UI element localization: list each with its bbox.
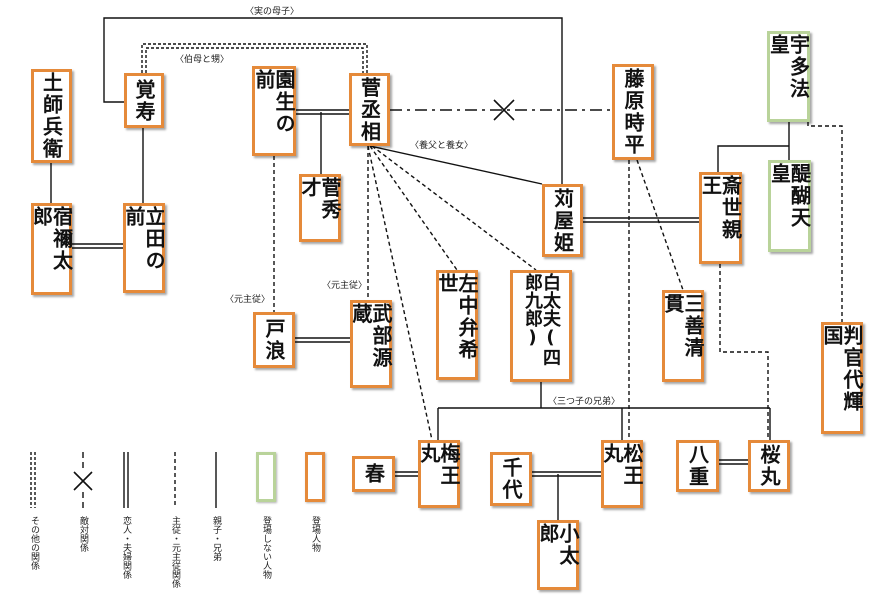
- line-shojo-shiradayu: [371, 145, 537, 271]
- person-sonoo: 園生の前: [252, 66, 296, 156]
- line-uda-hangan: [807, 122, 843, 322]
- person-sachuben: 左中弁希世: [435, 270, 479, 380]
- person-name: 八重: [685, 444, 710, 488]
- person-name: 千代: [499, 457, 523, 501]
- person-name: 三善清貫: [661, 293, 705, 359]
- person-matsuomaru: 松王丸: [600, 440, 644, 508]
- legend-absent-box: [256, 452, 276, 502]
- line-kariya-tokiyo: [583, 217, 699, 223]
- person-miyoshi: 三善清貫: [661, 290, 705, 382]
- line-yae-sakura: [719, 459, 748, 465]
- line-sonoo-shojo: [296, 109, 349, 115]
- legend-label-master: 主従・元主従関係: [170, 516, 180, 588]
- person-hijihyoe: 土師兵衛: [31, 69, 72, 163]
- legend-label-couple: 恋人・夫婦関係: [121, 516, 131, 579]
- person-name: 菅丞相: [357, 76, 382, 143]
- person-name: 武部源蔵: [349, 303, 393, 369]
- person-hangan: 判官代輝国: [820, 322, 864, 434]
- legend-sample-other: [30, 452, 36, 508]
- legend-label-parent: 親子・兄弟: [211, 516, 221, 561]
- person-shiradayu: 白太夫(四郎九郎): [510, 270, 572, 382]
- note-yofu-yojo: 〈養父と養女〉: [410, 141, 474, 151]
- person-name: 梅王丸: [417, 443, 461, 487]
- line-uda-children: [717, 122, 790, 172]
- line-jitsu-boshi: [103, 17, 563, 184]
- person-name: 春: [361, 463, 386, 485]
- person-haru: 春: [352, 456, 395, 492]
- person-kariya: 苅屋姫: [542, 184, 583, 257]
- person-fujiwara: 藤原時平: [612, 64, 654, 160]
- legend-sample-couple: [123, 452, 129, 508]
- line-fuji-miyoshi: [636, 159, 684, 291]
- person-tonami: 戸浪: [253, 312, 295, 368]
- person-kotaro: 小太郎: [536, 520, 580, 590]
- person-name: 醍醐天皇: [767, 163, 812, 229]
- person-name: 桜丸: [757, 444, 781, 488]
- note-moto-shuju-1: 〈元主従〉: [225, 295, 271, 305]
- person-name: 土師兵衛: [39, 72, 64, 160]
- line-tonami-takebe: [295, 337, 350, 343]
- person-shojo: 菅丞相: [349, 73, 390, 146]
- person-uda: 宇多法皇: [766, 31, 811, 122]
- person-sakuramaru: 桜丸: [748, 440, 790, 492]
- note-oba-mei: 〈伯母と甥〉: [175, 55, 230, 65]
- person-name: 立田の前: [122, 206, 166, 272]
- legend-present-box: [305, 452, 325, 502]
- person-kakuju: 覚寿: [124, 73, 164, 128]
- person-sukune: 宿禰太郎: [29, 203, 74, 295]
- person-yae: 八重: [676, 440, 719, 492]
- person-name: 覚寿: [132, 78, 156, 123]
- line-haru-ume: [395, 471, 418, 477]
- person-umeomaru: 梅王丸: [417, 440, 461, 508]
- note-moto-shuju-2: 〈元主従〉: [322, 281, 368, 291]
- person-daigo: 醍醐天皇: [767, 160, 812, 252]
- line-mitsugo: [437, 382, 771, 440]
- person-chiyo: 千代: [490, 452, 532, 506]
- person-takebe: 武部源蔵: [349, 300, 393, 388]
- person-name: 宇多法皇: [766, 34, 811, 100]
- legend-label-enemy: 敵対関係: [78, 516, 88, 552]
- line-chiyo-matsu: [532, 471, 601, 477]
- person-name: 苅屋姫: [550, 187, 575, 254]
- line-yofu-yojo: [369, 145, 543, 185]
- line-shojo-ume: [367, 145, 433, 441]
- note-mitsugo: 〈三つ子の兄弟〉: [548, 397, 621, 407]
- person-name: 藤原時平: [621, 68, 645, 156]
- note-jitsu-boshi: 〈実の母子〉: [245, 7, 300, 17]
- person-name: 松王丸: [600, 443, 644, 487]
- person-name: 判官代輝国: [820, 325, 864, 413]
- line-tokiyo-sakura: [719, 264, 769, 440]
- person-name: 斎世親王: [698, 175, 743, 241]
- person-name: 左中弁希世: [435, 273, 479, 361]
- legend-label-present: 登場人物: [310, 516, 320, 552]
- line-oba-mei: [141, 43, 368, 73]
- person-tokiyo: 斎世親王: [698, 172, 743, 264]
- person-name: 園生の前: [252, 69, 296, 135]
- person-kanshusai: 菅秀才: [298, 174, 342, 242]
- legend-label-other: その他の関係: [29, 516, 39, 570]
- line-shojo-sachuben: [369, 145, 458, 271]
- person-name: 戸浪: [262, 318, 286, 362]
- person-name: 宿禰太郎: [29, 206, 74, 272]
- person-tatsuta: 立田の前: [122, 203, 166, 293]
- person-name: 白太夫(四郎九郎): [522, 273, 561, 366]
- person-name: 小太郎: [536, 523, 580, 567]
- line-sukune-tatsuta: [72, 243, 123, 249]
- person-name: 菅秀才: [298, 177, 342, 221]
- legend-label-absent: 登場しない人物: [261, 516, 271, 579]
